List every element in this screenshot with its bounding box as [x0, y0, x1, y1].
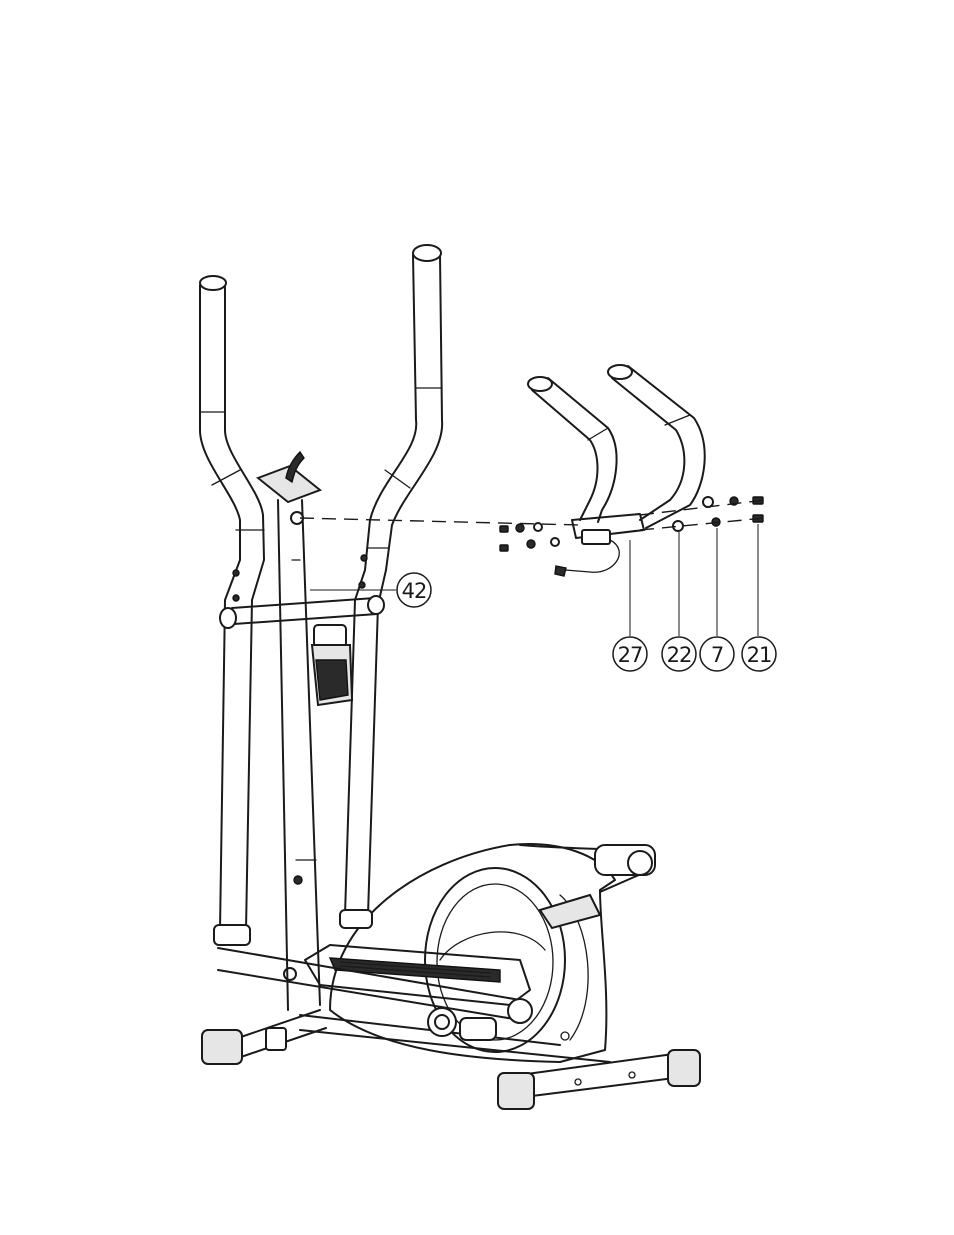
callout-42-label: 42 — [402, 579, 427, 603]
crank-hub — [428, 1008, 496, 1040]
callout-21: 21 — [742, 637, 776, 671]
callout-21-label: 21 — [747, 643, 772, 667]
pedal — [218, 945, 532, 1023]
callout-27-label: 27 — [618, 643, 643, 667]
fasteners — [500, 497, 763, 551]
callout-27: 27 — [613, 637, 647, 671]
water-bottle — [312, 625, 352, 705]
crossbar — [220, 596, 384, 628]
callout-42: 42 — [397, 573, 431, 607]
callout-7: 7 — [700, 637, 734, 671]
main-mast — [258, 452, 320, 1010]
callout-22-label: 22 — [667, 643, 692, 667]
callout-22: 22 — [662, 637, 696, 671]
front-stabilizer — [498, 1050, 700, 1109]
rear-stabilizer — [202, 1010, 326, 1064]
callout-7-label: 7 — [711, 643, 723, 667]
